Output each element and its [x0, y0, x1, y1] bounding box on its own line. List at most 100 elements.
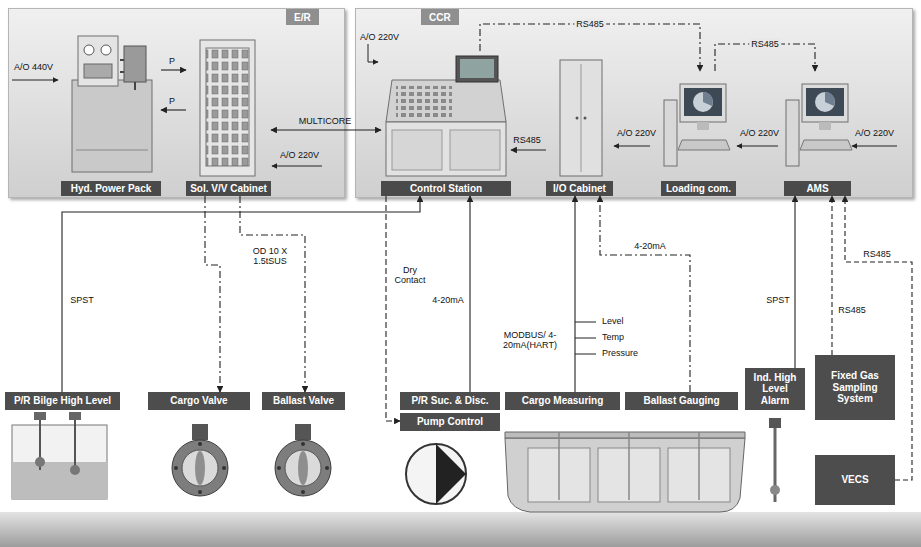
bilge-tank-picture-part — [40, 418, 75, 470]
ship-picture — [505, 432, 745, 512]
field-device-box: Pump Control — [400, 413, 500, 431]
signal-line — [831, 196, 832, 355]
level-alarm-probe-part — [769, 418, 781, 428]
power-label: A/O 220V — [853, 128, 896, 138]
signal-line — [161, 69, 186, 70]
connector-layer-part — [62, 24, 912, 480]
device-name: Pump Control — [417, 416, 483, 428]
power-feed-arrows-part — [737, 146, 778, 147]
pump-symbol — [406, 444, 466, 504]
signal-line — [794, 196, 795, 368]
signal-label: RS485 — [836, 305, 868, 315]
field-device-box: Cargo Valve — [148, 392, 250, 410]
power-feed-arrows-part — [614, 146, 650, 147]
cargo-valve-picture-part — [198, 490, 202, 494]
signal-line — [205, 196, 220, 392]
signal-label: RS485 — [511, 135, 543, 145]
ballast-valve-picture-part — [277, 466, 281, 470]
bilge-tank-picture-part — [34, 412, 46, 420]
room-panel: E/R Hyd. Power Pack Sol. V/V Cabinet — [8, 8, 345, 198]
io-cabinet-picture-part — [560, 60, 602, 176]
device-name: Sol. V/V Cabinet — [186, 181, 271, 197]
control-station-picture — [386, 56, 506, 176]
bilge-tank-picture-part — [69, 412, 81, 420]
cargo-valve-picture-part — [198, 442, 202, 446]
ams-computer-picture-part — [806, 88, 844, 116]
loading-computer-picture — [664, 84, 730, 166]
loading-computer-picture-part — [680, 84, 726, 122]
signal-label: P — [167, 56, 177, 66]
power-feed-arrows-part — [12, 80, 58, 81]
bilge-tank-picture-part — [12, 462, 107, 499]
hyd-power-pack-picture-part — [84, 64, 112, 78]
ams-computer-picture-part — [800, 140, 852, 150]
solenoid-cabinet-picture-part — [200, 40, 255, 176]
hyd-power-pack-picture-part — [84, 45, 94, 55]
power-feed-arrows-part — [852, 146, 897, 147]
hyd-power-pack-picture — [72, 36, 152, 172]
power-feed-arrows — [12, 44, 897, 166]
device-name: Hyd. Power Pack — [61, 181, 161, 197]
loading-computer-picture-part — [703, 92, 713, 106]
loading-computer-picture-part — [664, 100, 677, 166]
control-station-picture-part — [386, 122, 506, 176]
power-label: A/O 220V — [358, 32, 401, 42]
control-station-picture-part — [392, 130, 442, 170]
cargo-valve-picture-part — [172, 440, 228, 496]
ams-computer-picture-part — [819, 122, 831, 130]
device-name: Control Station — [381, 181, 511, 197]
device-name: Fixed Gas Sampling System — [818, 370, 892, 405]
room-tab: E/R — [286, 9, 319, 25]
equipment-box: AMS — [784, 71, 851, 196]
device-name: AMS — [784, 181, 851, 197]
measure-label: Pressure — [600, 348, 640, 358]
ams-computer-picture-part — [802, 84, 848, 122]
level-alarm-probe-part — [770, 485, 780, 495]
equipment-box: Loading com. — [661, 71, 736, 196]
bilge-tank-picture — [12, 412, 107, 499]
ship-picture-part — [528, 448, 590, 502]
ship-picture-part — [668, 448, 730, 502]
io-cabinet-picture — [560, 60, 602, 176]
field-device-box: Ballast Valve — [262, 392, 345, 410]
pump-symbol-part — [406, 444, 466, 504]
ams-computer-picture — [786, 84, 852, 166]
field-device-box: Cargo Measuring — [505, 392, 620, 410]
signal-line — [386, 196, 400, 421]
signal-label: 4-20mA — [632, 241, 668, 251]
bilge-tank-picture-part — [12, 425, 107, 499]
sea-band — [0, 512, 921, 547]
cargo-valve-picture-part — [192, 424, 208, 440]
ship-picture-part — [559, 432, 699, 500]
field-device-box: P/R Bilge High Level — [5, 392, 120, 410]
loading-computer-picture-part — [693, 92, 713, 112]
control-station-picture-part — [456, 56, 498, 82]
ship-picture-part — [598, 448, 660, 502]
control-station-picture-part — [450, 130, 500, 170]
field-device-box: Ballast Gauging — [625, 392, 738, 410]
signal-line — [845, 196, 912, 480]
device-name: Ballast Valve — [273, 395, 334, 407]
ballast-valve-picture — [275, 424, 331, 496]
device-name: P/R Bilge High Level — [14, 395, 111, 407]
equipment-box: Sol. V/V Cabinet — [186, 36, 271, 196]
hyd-power-pack-picture-part — [120, 60, 135, 90]
control-station-picture-part — [396, 86, 452, 118]
hyd-power-pack-picture-part — [78, 36, 118, 86]
cargo-valve-picture-part — [182, 450, 218, 486]
signal-label: SPST — [68, 295, 96, 305]
measure-label: Temp — [600, 332, 626, 342]
control-station-picture-part — [386, 80, 506, 122]
cargo-valve-picture-part — [174, 466, 178, 470]
ballast-valve-picture-part — [301, 442, 305, 446]
power-feed-arrows-part — [272, 166, 322, 167]
signal-label: OD 10 X 1.5tSUS — [242, 246, 298, 267]
pump-symbol-part — [436, 444, 466, 504]
loading-computer-picture-part — [697, 122, 709, 130]
device-name: Cargo Valve — [170, 395, 227, 407]
loading-computer-picture-part — [678, 140, 730, 150]
power-label: A/O 220V — [738, 128, 781, 138]
measurement-bracket-part — [575, 322, 596, 354]
